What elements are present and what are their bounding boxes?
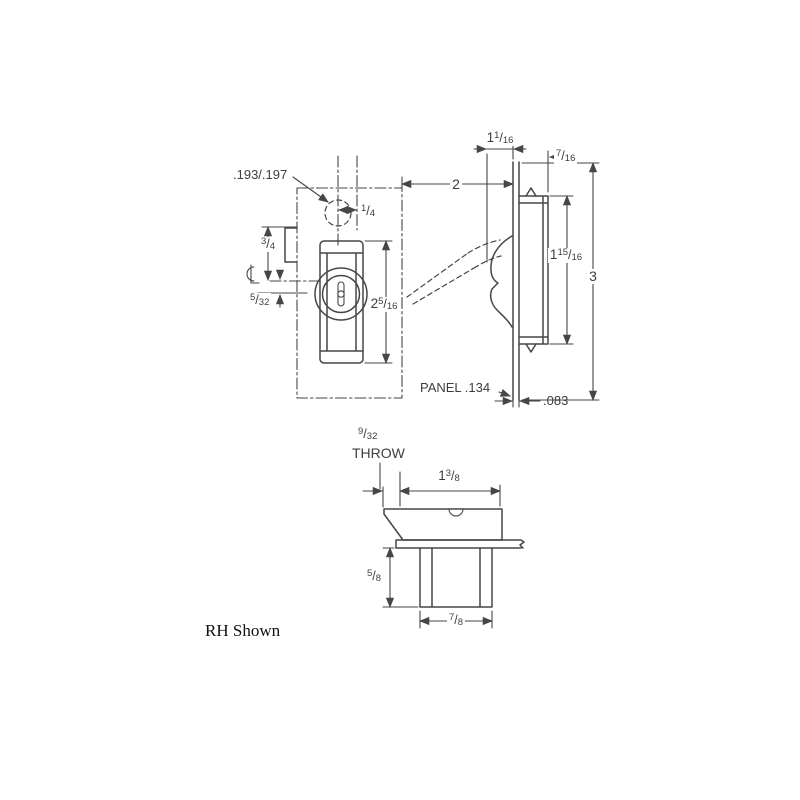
- mount-plate: [395, 539, 525, 549]
- phantom-clip-lines: [406, 252, 475, 305]
- lock-body-lines: [319, 252, 364, 352]
- dim-label-cylinder-width: 7/8: [446, 612, 466, 629]
- lock-body-front: [319, 240, 364, 364]
- latch-bolt: [383, 508, 503, 541]
- projection-lines: [406, 239, 502, 305]
- dim-label-center-offset: 5/32: [248, 292, 272, 309]
- centerlines: [269, 155, 358, 282]
- lock-body-side: [518, 195, 549, 345]
- dim-label-hole-offset: 1/4: [361, 203, 376, 220]
- dim-hole-leader: [292, 176, 329, 203]
- side-view: [473, 144, 600, 408]
- phantom-clip-curves: [467, 239, 502, 269]
- drawing-caption: RH Shown: [205, 621, 281, 640]
- dim-label-throw-value: 9/32: [358, 426, 378, 443]
- dim-label-side-body-height: 115/16: [547, 247, 585, 264]
- dim-label-rear-projection: 7/16: [554, 148, 578, 165]
- dim-label-front-projection: 11/16: [484, 130, 516, 147]
- cylinder-face-inner: [321, 274, 361, 314]
- dim-label-hole-diameter: .193/.197: [233, 167, 288, 182]
- dim-label-depth-to-panel: 2: [450, 176, 462, 192]
- spring-clip: [489, 235, 513, 328]
- mount-notch: [284, 227, 298, 263]
- cylinder-face-outer: [314, 267, 368, 321]
- dim-label-clip-gap: .083: [543, 393, 569, 408]
- bottom-view: [362, 462, 525, 629]
- dim-label-latch-length: 13/8: [436, 468, 462, 485]
- keyway-slot: [337, 281, 345, 307]
- dim-label-panel-thickness: PANEL .134: [420, 380, 491, 395]
- dim-label-throw-word: THROW: [352, 445, 405, 461]
- centerline-icon: [246, 264, 260, 284]
- bottom-extension-lines: [379, 462, 501, 629]
- keyway-center: [337, 290, 345, 298]
- phantom-outline: [296, 187, 403, 399]
- dim-label-body-depth: 5/8: [365, 568, 384, 585]
- panel-leader: [498, 388, 511, 397]
- panel-lines: [512, 161, 520, 401]
- latch-notch: [448, 508, 464, 517]
- dim-label-notch-to-center: 3/4: [258, 236, 278, 253]
- dim-label-front-body-height: 25/16: [368, 296, 400, 313]
- dim-label-overall-height: 3: [587, 268, 599, 284]
- front-view: [246, 155, 515, 399]
- retainer-tabs: [525, 187, 537, 353]
- cylinder-housing: [419, 547, 493, 608]
